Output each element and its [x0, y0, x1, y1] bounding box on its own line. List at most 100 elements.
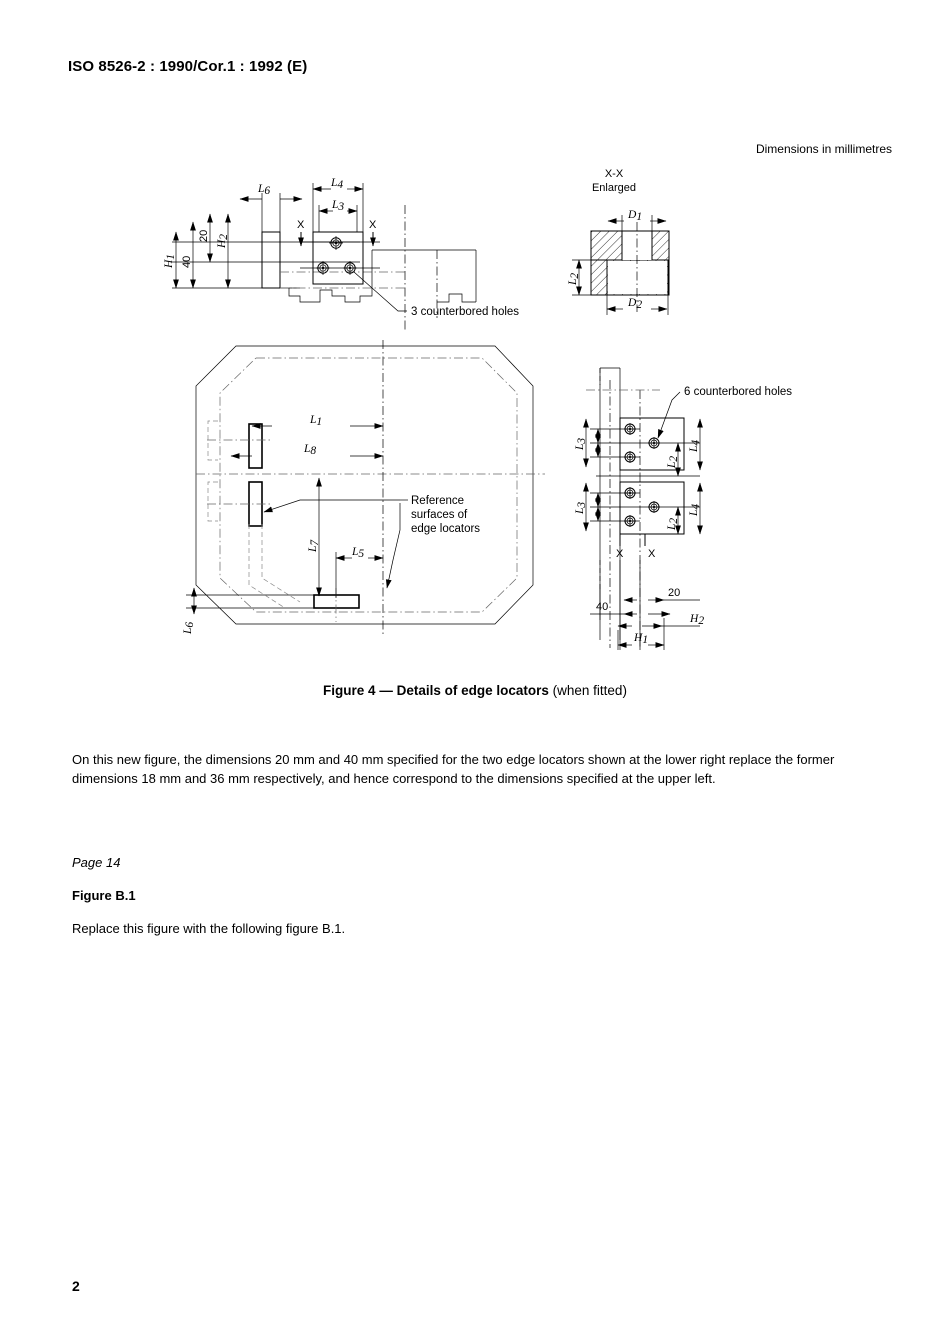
- dim-L3-upper-sub: 3: [337, 201, 344, 213]
- figure-caption-suffix: (when fitted): [552, 683, 627, 698]
- replace-figure-note: Replace this figure with the following f…: [72, 921, 346, 936]
- dim-H2-sub: 2: [218, 234, 230, 240]
- reference-surfaces-line2: surfaces of: [411, 509, 468, 521]
- svg-text:L3: L3: [331, 199, 344, 213]
- svg-text:L4: L4: [688, 440, 702, 453]
- svg-text:L4: L4: [688, 504, 702, 517]
- dim-40-lower: 40: [596, 601, 608, 613]
- dim-L5: L: [351, 546, 358, 558]
- dim-L8-sub: 8: [310, 445, 316, 457]
- dim-L6-main: L: [182, 628, 194, 635]
- body-paragraph: On this new figure, the dimensions 20 mm…: [72, 752, 835, 786]
- dim-L4-right-upper-sub: 4: [690, 440, 702, 446]
- page-reference: Page 14: [72, 855, 121, 870]
- svg-text:L2: L2: [666, 518, 680, 531]
- section-mark-x: X: [616, 548, 624, 560]
- dim-L4-right-upper: L: [688, 446, 700, 453]
- section-subtitle: Enlarged: [592, 182, 636, 194]
- svg-text:L5: L5: [351, 546, 364, 560]
- figure-caption-dash: —: [379, 683, 393, 698]
- document-header: ISO 8526-2 : 1990/Cor.1 : 1992 (E): [68, 58, 308, 75]
- section-mark-x: X: [369, 219, 377, 231]
- dim-L2-right-upper: L: [666, 462, 678, 469]
- svg-text:L2: L2: [666, 456, 680, 469]
- dim-L1-sub: 1: [316, 416, 322, 428]
- dim-H1-lower: H: [633, 632, 643, 644]
- dim-H1: H: [163, 259, 175, 269]
- svg-text:L6: L6: [182, 622, 196, 635]
- svg-text:L2: L2: [567, 273, 581, 286]
- dim-L7-sub: 7: [309, 539, 321, 546]
- dim-L4-right-lower: L: [688, 510, 700, 517]
- figure-caption-label: Figure 4: [323, 683, 376, 698]
- main-plate-view: L1 L8 L7 L5: [182, 340, 545, 636]
- six-counterbored-holes-label: 6 counterbored holes: [684, 386, 792, 398]
- svg-text:H1: H1: [163, 254, 177, 269]
- sub-heading-figure-b1: Figure B.1: [72, 888, 136, 903]
- svg-text:L6: L6: [257, 183, 270, 197]
- counterbore-hole: [329, 236, 343, 250]
- figure-caption: Figure 4 — Details of edge locators (whe…: [0, 683, 950, 698]
- dim-L3-right-lower: L: [574, 508, 586, 515]
- dim-L3-right-upper-sub: 3: [576, 438, 588, 445]
- svg-text:L1: L1: [309, 414, 322, 428]
- dim-L7: L: [307, 546, 319, 553]
- dim-D1: D: [627, 209, 637, 221]
- dim-L6-upper: L: [257, 183, 264, 195]
- three-counterbored-holes-annotation: 3 counterbored holes: [353, 271, 519, 318]
- figure-4-drawing: H1 40 20 H2 L6: [163, 168, 792, 650]
- svg-text:L3: L3: [574, 438, 588, 451]
- dim-20-lower: 20: [668, 587, 680, 599]
- dim-D1-sub: 1: [636, 211, 642, 223]
- dim-L2-right-lower: L: [666, 524, 678, 531]
- dim-L2-right-upper-sub: 2: [668, 456, 680, 462]
- dim-D2: D: [627, 297, 637, 309]
- dim-H2-lower-sub: 2: [698, 615, 704, 627]
- dim-L8: L: [303, 443, 310, 455]
- dim-L4-upper-sub: 4: [337, 179, 343, 191]
- dim-L1: L: [309, 414, 316, 426]
- svg-text:D2: D2: [627, 297, 642, 311]
- reference-surfaces-line3: edge locators: [411, 523, 480, 535]
- reference-surfaces-annotation: Reference surfaces of edge locators: [263, 495, 480, 589]
- dim-L6-main-sub: 6: [184, 622, 196, 628]
- upper-left-view: H1 40 20 H2 L6: [163, 183, 477, 330]
- section-title: X-X: [605, 168, 624, 180]
- svg-text:L3: L3: [574, 502, 588, 515]
- section-mark-x: X: [297, 219, 305, 231]
- right-detail-view: L3 L3 L2 L2: [574, 367, 792, 650]
- upper-middle-view: L4 L3 X X: [297, 177, 380, 285]
- dim-H1-sub: 1: [165, 254, 177, 260]
- dim-L5-sub: 5: [358, 548, 364, 560]
- dim-L6-upper-sub: 6: [264, 185, 270, 197]
- svg-text:H2: H2: [216, 234, 230, 249]
- dim-H2: H: [216, 239, 228, 249]
- page-number: 2: [72, 1278, 80, 1294]
- svg-text:H1: H1: [633, 632, 648, 646]
- svg-text:L7: L7: [307, 539, 321, 553]
- dim-L3-right-upper: L: [574, 444, 586, 451]
- dim-L3-upper: L: [331, 199, 338, 211]
- dim-L2-right-lower-sub: 2: [668, 518, 680, 524]
- counterbore-hole: [316, 261, 330, 275]
- svg-text:D1: D1: [627, 209, 642, 223]
- dim-L2-section-sub: 2: [569, 273, 581, 279]
- dim-40-upper: 40: [181, 256, 193, 268]
- dim-H2-lower: H: [689, 613, 699, 625]
- dim-H1-lower-sub: 1: [642, 634, 648, 646]
- three-counterbored-holes-label: 3 counterbored holes: [411, 306, 519, 318]
- reference-surfaces-line1: Reference: [411, 495, 464, 507]
- dimensions-note: Dimensions in millimetres: [755, 142, 892, 156]
- dim-D2-sub: 2: [636, 299, 642, 311]
- counterbore-hole: [343, 261, 357, 275]
- section-xx-enlarged: X-X Enlarged: [567, 168, 670, 315]
- dim-L4-upper: L: [330, 177, 337, 189]
- section-mark-x: X: [648, 548, 656, 560]
- dim-L4-right-lower-sub: 4: [690, 504, 702, 510]
- svg-text:L8: L8: [303, 443, 316, 457]
- dim-20-upper: 20: [198, 230, 210, 242]
- svg-text:H2: H2: [689, 613, 704, 627]
- dim-L3-right-lower-sub: 3: [576, 502, 588, 509]
- figure-caption-title: Details of edge locators: [396, 683, 549, 698]
